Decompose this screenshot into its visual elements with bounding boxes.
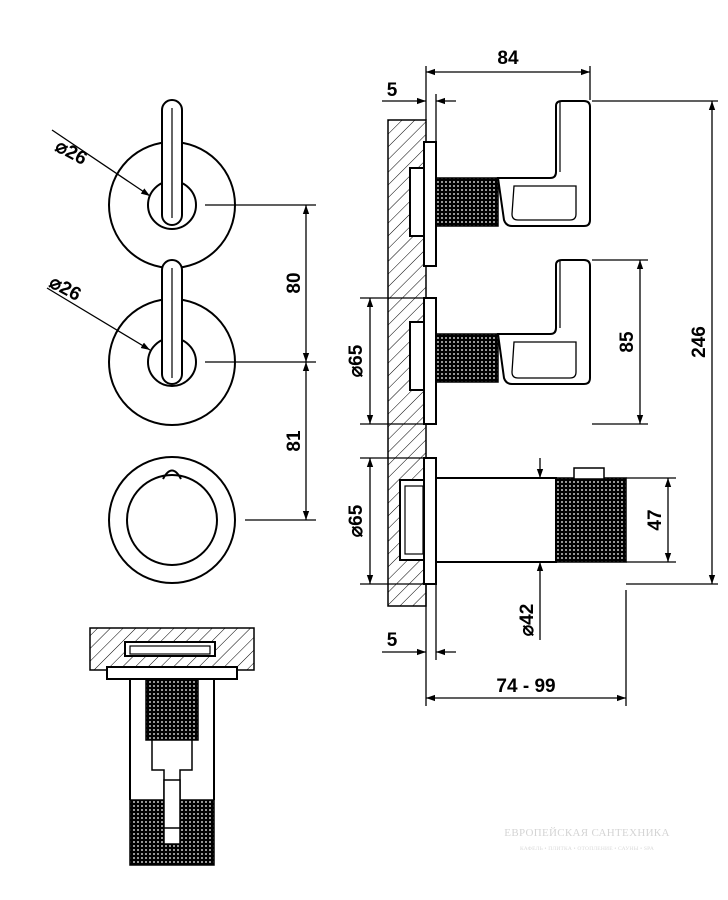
dim-dia65-lower: 65 [346,504,367,526]
svg-text:⌀65: ⌀65 [346,344,367,377]
dim-wall-5-bottom: 5 [387,630,398,651]
dim-dia42: 42 [517,604,538,625]
bottom-knob-front [108,456,236,584]
dim-spacing-80: 80 [284,272,305,293]
dim-height-246: 246 [689,326,710,358]
bottom-knob-side [399,457,627,585]
diameter-symbol: ⌀ [517,624,538,636]
side-view-dimensions [360,66,718,706]
svg-text:⌀26: ⌀26 [52,136,91,170]
diameter-symbol: ⌀ [346,365,367,377]
watermark-brand: ЕВРОПЕЙСКАЯ САНТЕХНИКА [504,827,669,839]
diameter-symbol: ⌀ [346,525,367,537]
watermark: ЕВРОПЕЙСКАЯ САНТЕХНИКА КАФЕЛЬ • ПЛИТКА •… [504,827,669,852]
dim-range-74-99: 74 - 99 [496,676,555,697]
upper-handle-side [409,100,591,267]
dim-height-85: 85 [617,331,638,353]
dim-dia65-upper: 65 [346,344,367,366]
side-view [387,100,627,607]
dim-height-47: 47 [645,509,666,530]
middle-handle-side [409,259,591,425]
bottom-section-view [89,627,255,866]
knurled-sleeve [145,679,199,741]
front-view [46,99,316,584]
middle-handle-front [108,259,236,426]
svg-text:⌀42: ⌀42 [517,604,538,637]
svg-text:⌀26: ⌀26 [46,272,85,306]
dim-depth-84: 84 [497,48,519,69]
watermark-tagline: КАФЕЛЬ • ПЛИТКА • ОТОПЛЕНИЕ • САУНЫ • SP… [520,846,654,852]
upper-handle-front [108,99,236,269]
dim-spacing-81: 81 [284,430,305,452]
svg-text:⌀65: ⌀65 [346,504,367,537]
dim-wall-5-top: 5 [387,80,398,101]
side-view-labels: 84 5 246 85 ⌀65 ⌀65 47 ⌀42 5 74 - 99 [346,48,710,697]
